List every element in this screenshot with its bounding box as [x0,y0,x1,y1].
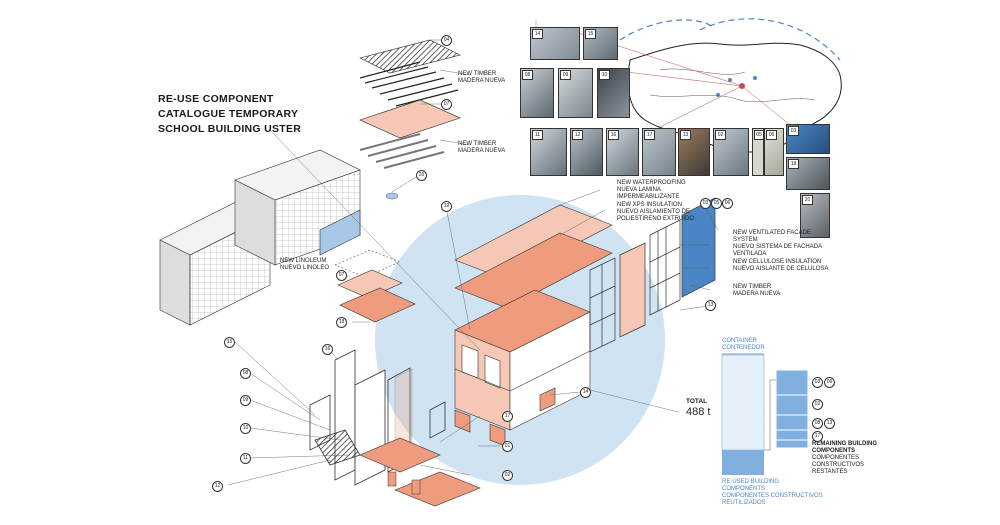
tag-16: 16 [322,344,333,355]
label-xps: NEW XPS INSULATION NUEVO AISLAMIENTO DE … [617,202,695,222]
tag-18: 18 [336,317,347,328]
tag-14: 14 [580,387,591,398]
diagram-title: RE-USE COMPONENT CATALOGUE TEMPORARY SCH… [158,92,301,137]
label-timber-top: NEW TIMBER MADERA NUEVA [458,71,506,84]
total-mass: TOTAL 488 t [686,398,710,418]
salmon-floor-slab [339,287,416,323]
photo-13: 13 [678,128,710,176]
map [559,18,842,153]
label-reused: RE-USED BUILDING COMPONENTS COMPONENTES … [722,479,823,506]
photo-15: 15 [583,27,618,60]
tag-b17: 17 [812,431,823,442]
photo-12: 12 [570,128,603,176]
tag-f03: 03 [700,198,711,209]
photo-14: 14 [530,27,580,60]
tag-11: 11 [240,453,251,464]
label-cellulose: NEW CELLULOSE INSULATION NUEVO AISLANTE … [733,259,829,272]
component-20-fixing [385,192,399,200]
tag-10: 10 [240,423,251,434]
tag-01: 01 [502,441,513,452]
title-line-1: RE-USE COMPONENT [158,93,274,105]
tag-b06: 06 [824,377,835,388]
container-stack [454,289,591,447]
label-timber-mid: NEW TIMBER MADERA NUEVA [458,141,506,154]
leader-lines [227,20,719,486]
mass-bars [721,353,809,475]
linoleum-layer [334,249,401,278]
photo-16: 16 [606,128,639,176]
tag-20: 20 [416,170,427,181]
photo-05: 05 [752,128,764,176]
tag-19: 19 [441,201,452,212]
tag-07: 07 [441,99,452,110]
tag-04: 04 [441,35,452,46]
tag-b08: 08 [812,418,823,429]
title-line-2: CATALOGUE TEMPORARY [158,108,299,120]
total-value: 488 t [686,406,711,418]
label-timber-right: NEW TIMBER MADERA NUEVA [733,284,781,297]
tag-b13: 13 [824,418,835,429]
floor-slab-01 [359,437,441,473]
total-label: TOTAL [686,398,708,405]
tag-09: 09 [240,395,251,406]
component-timber-joists-mid [359,133,445,169]
facade-frames [589,197,716,353]
existing-building [159,149,361,326]
tag-b03: 03 [812,377,823,388]
tag-15: 15 [224,337,235,348]
photo-06: 06 [764,128,784,176]
tag-f05: 05 [711,198,722,209]
photo-19: 19 [786,157,830,190]
tag-07b: 07 [336,270,347,281]
photo-20: 20 [800,193,830,238]
tag-b02: 02 [812,399,823,410]
title-line-3: SCHOOL BUILDING USTER [158,123,302,135]
photo-08: 08 [520,68,554,118]
photo-09: 09 [558,68,593,118]
tag-12: 12 [212,481,223,492]
component-07-floor-panel [359,99,461,139]
photo-17: 17 [642,128,676,176]
photo-03: 03 [786,124,830,154]
tag-08: 08 [240,368,251,379]
label-container: CONTAINER CONTENEDOR [722,338,765,351]
floor-slab-02 [394,471,481,507]
component-07-floor-mid [337,269,403,299]
label-remaining: REMAINING BUILDING COMPONENTS COMPONENTE… [812,441,877,475]
label-waterproofing: NEW WATERPROOFING NUEVA LAMINA IMPERMEAB… [617,180,686,200]
xps-layer [454,232,613,309]
component-timber-joists-top [359,61,459,107]
pedestal-b [411,479,421,495]
photo-02: 02 [713,128,749,176]
tag-02: 02 [502,470,513,481]
photo-10: 10 [597,68,630,118]
tag-17: 17 [502,411,513,422]
tag-f06: 06 [722,198,733,209]
label-facade: NEW VENTILATED FACADE SYSTEM NUEVO SISTE… [733,230,823,257]
label-linoleum: NEW LINOLEUM NUEVO LINOLEO [280,258,330,271]
pedestal-a [387,471,397,487]
tag-13: 13 [705,300,716,311]
component-04-roof-panel [359,39,461,74]
photo-11: 11 [530,128,567,176]
